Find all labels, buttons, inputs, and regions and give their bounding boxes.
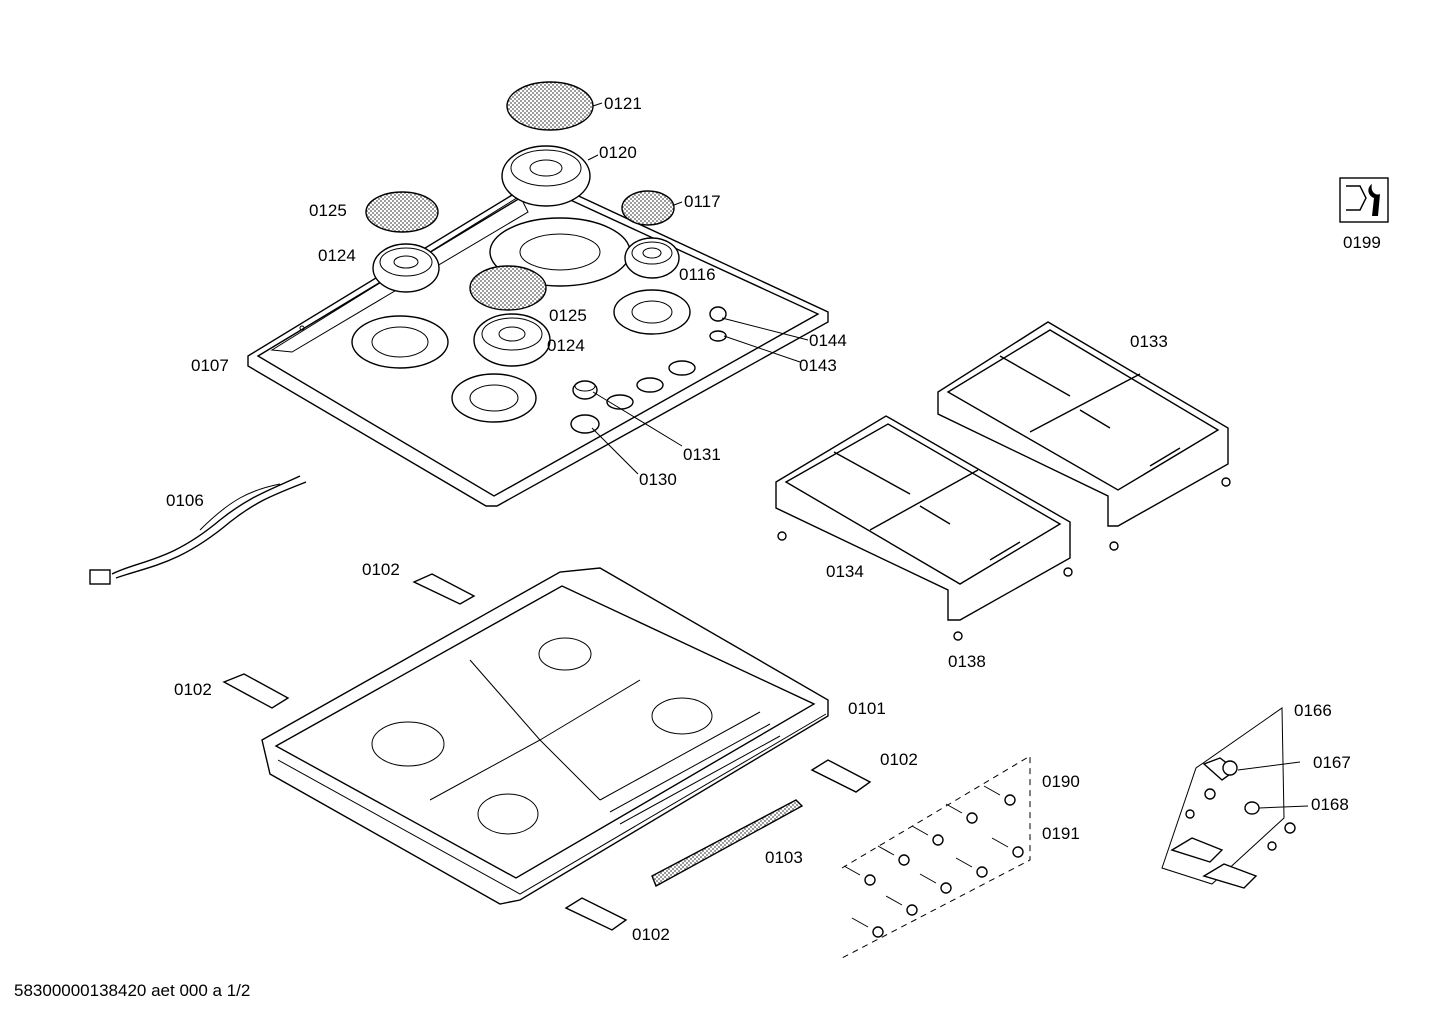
part-label: 0133 (1130, 332, 1168, 351)
cap-0125b (469, 265, 547, 311)
screws-0190-0191 (841, 755, 1031, 959)
burner-0120 (501, 145, 591, 207)
part-label: 0101 (848, 699, 886, 718)
part-label: 0125 (549, 306, 587, 325)
wrench-nut-icon (1339, 177, 1389, 223)
part-label: 0107 (191, 356, 229, 375)
part-label: 0103 (765, 848, 803, 867)
part-label: 0144 (809, 331, 847, 350)
part-label: 0125 (309, 201, 347, 220)
cap-0125a (365, 191, 439, 233)
part-label: 0138 (948, 652, 986, 671)
pan-support-0133 (937, 321, 1229, 527)
part-label: 0102 (174, 680, 212, 699)
burner-0116 (624, 237, 680, 279)
part-label: 0134 (826, 562, 864, 581)
part-label: 0116 (679, 265, 716, 284)
part-label: 0121 (604, 94, 642, 113)
part-label: 0168 (1311, 795, 1349, 814)
part-label: 0117 (684, 192, 721, 211)
part-label: 0191 (1042, 824, 1080, 843)
cable-0106 (89, 475, 307, 585)
part-label: 0124 (547, 336, 585, 355)
part-label: 0166 (1294, 701, 1332, 720)
part-label: 0106 (166, 491, 204, 510)
burner-0124a (372, 243, 440, 293)
part-label: 0131 (683, 445, 721, 464)
base-tray-0101 (261, 567, 829, 905)
leader-lines-top (587, 102, 809, 475)
part-label: 0102 (362, 560, 400, 579)
cap-0117 (621, 190, 675, 226)
part-0143 (709, 330, 727, 342)
cap-0121 (506, 81, 594, 131)
part-label: 0190 (1042, 772, 1080, 791)
part-label: 0120 (599, 143, 637, 162)
gas-connection-kit-0166 (1161, 707, 1309, 889)
seal-strip-0103 (651, 799, 804, 887)
part-label: 0167 (1313, 753, 1351, 772)
part-label: 0143 (799, 356, 837, 375)
burner-0124b (473, 313, 551, 367)
rubber-feet-0138 (777, 477, 1231, 641)
document-footer: 58300000138420 aet 000 a 1/2 (14, 981, 251, 1000)
part-label: 0130 (639, 470, 677, 489)
part-0144 (709, 306, 727, 322)
part-label: 0102 (880, 750, 918, 769)
pan-support-0134 (775, 415, 1071, 621)
part-label: 0124 (318, 246, 356, 265)
brackets-0102 (222, 573, 872, 931)
part-label: 0102 (632, 925, 670, 944)
part-label: 0199 (1343, 233, 1381, 252)
knob-0131 (572, 380, 598, 400)
